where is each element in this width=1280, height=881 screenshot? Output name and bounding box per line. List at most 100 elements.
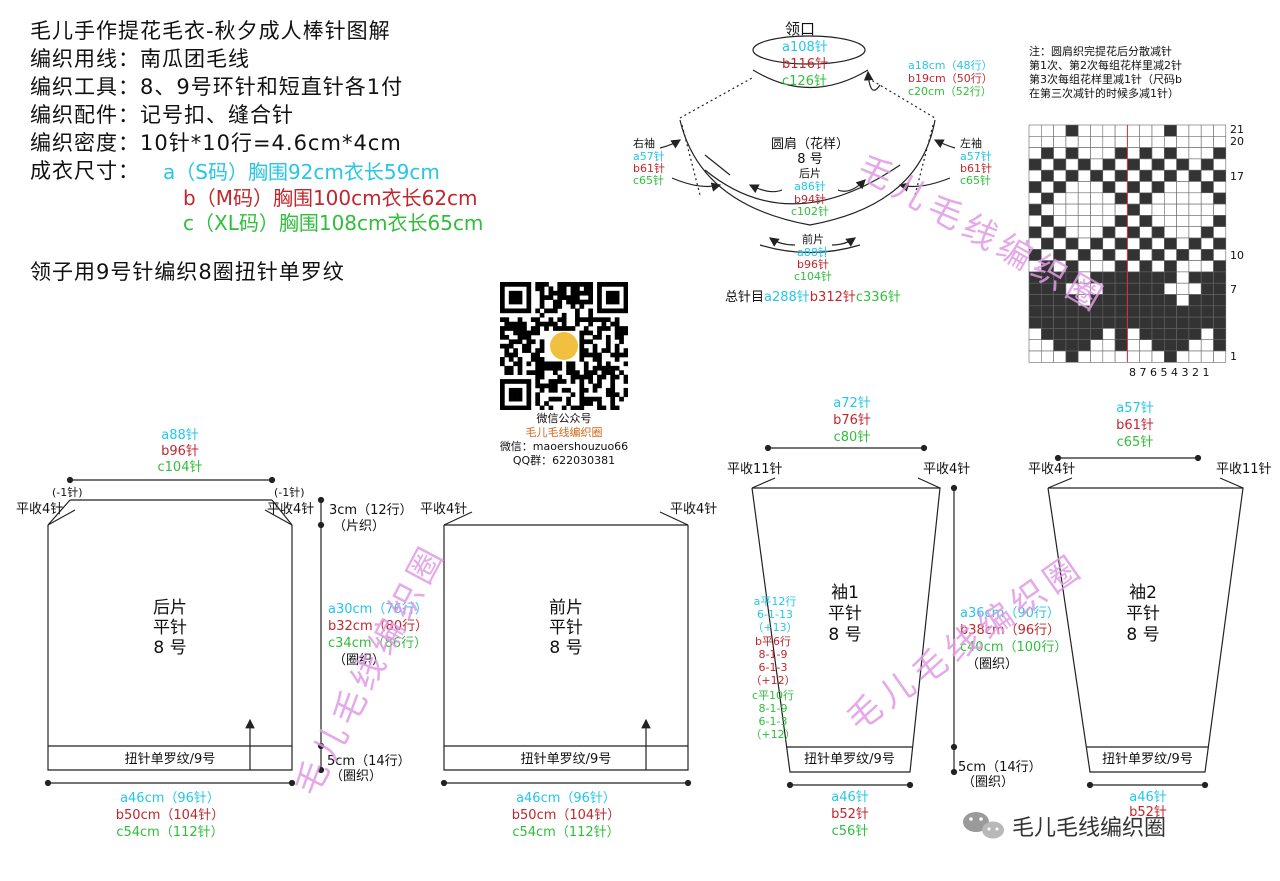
chart-cell	[1065, 328, 1079, 340]
s1-top-c: c80针	[833, 430, 871, 445]
chart-cell	[1127, 328, 1141, 340]
s2-top-a: a57针	[1116, 401, 1154, 416]
chart-cell	[1102, 124, 1116, 137]
chart-cell	[1077, 158, 1091, 171]
chart-cell	[1102, 339, 1116, 352]
chart-cell	[1127, 271, 1141, 284]
s1-inc-b-2: 8-1-9	[758, 648, 788, 661]
chart-cell	[1102, 226, 1116, 239]
s1-inc-c-2: 8-1-9	[758, 702, 788, 715]
chart-cell	[1053, 328, 1067, 340]
chart-cell	[1028, 181, 1042, 194]
chart-cell	[1139, 316, 1153, 329]
chart-cell	[1053, 136, 1067, 148]
chart-cell	[1028, 294, 1042, 307]
chart-cell	[1151, 147, 1165, 160]
yoke-height-b: b19cm（50行）	[908, 72, 993, 85]
chart-cell	[1139, 328, 1153, 340]
chart-cell	[1028, 158, 1042, 171]
chart-cell	[1200, 169, 1214, 182]
chart-cell	[1053, 147, 1067, 160]
chart-cell	[1102, 158, 1116, 171]
neck-title: 领口	[785, 20, 816, 38]
chart-cell	[1139, 158, 1153, 171]
chart-cell	[1127, 124, 1141, 137]
chart-cell	[1151, 192, 1165, 205]
neck-a: a108针	[782, 40, 828, 55]
page-title: 毛儿手作提花毛衣-秋夕成人棒针图解	[30, 19, 391, 43]
chart-cell	[1041, 181, 1054, 194]
neck-b: b116针	[782, 57, 829, 72]
chart-cell	[1176, 294, 1190, 307]
chart-cell	[1164, 169, 1177, 182]
s2-bot-b: b52针	[1129, 805, 1167, 820]
chart-cell	[1127, 181, 1141, 194]
total-a: a288针	[764, 290, 810, 305]
chart-cell	[1053, 316, 1067, 329]
s1-inc-a-2: 6-1-13	[757, 608, 793, 621]
note-line-2: 第1次、第2次每组花样里减2针	[1029, 59, 1182, 72]
chart-cell	[1200, 124, 1214, 137]
chart-cell	[1090, 215, 1104, 227]
chart-cell	[1200, 136, 1214, 148]
chart-cell	[1164, 147, 1177, 160]
chart-cell	[1090, 249, 1104, 261]
chart-cell	[1200, 215, 1214, 227]
chart-cell	[1139, 136, 1153, 148]
chart-cell	[1041, 124, 1054, 137]
chart-cell	[1090, 339, 1104, 352]
chart-cell	[1077, 226, 1091, 239]
chart-cell	[1127, 237, 1141, 250]
chart-cell	[1176, 237, 1190, 250]
yoke-left-edge	[681, 124, 701, 196]
chart-cell	[1102, 192, 1116, 205]
chart-cell	[1065, 136, 1079, 148]
front-bot-b: b50cm（104针）	[511, 808, 621, 823]
arrow-back	[748, 184, 783, 194]
chart-col-5: 5	[1160, 366, 1168, 379]
chart-cell	[1213, 192, 1227, 205]
chart-cell	[1053, 350, 1067, 363]
chart-cell	[1200, 339, 1214, 352]
chart-cell	[1200, 316, 1214, 329]
chart-cell	[1114, 215, 1128, 227]
chart-cell	[1164, 203, 1177, 216]
chart-cell	[1077, 192, 1091, 205]
chart-cell	[1139, 215, 1153, 227]
chart-cell	[1176, 203, 1190, 216]
chart-cell	[1176, 192, 1190, 205]
chart-cell	[1028, 339, 1042, 352]
s2-hround: （圈织）	[966, 657, 1019, 672]
chart-cell	[1139, 282, 1153, 295]
chart-cell	[1176, 271, 1190, 284]
chart-cell	[1065, 316, 1079, 329]
chart-cell	[1114, 136, 1128, 148]
arrow-ls2	[898, 177, 951, 192]
back-top-c: c104针	[157, 460, 203, 475]
left-sleeve-label: 左袖	[960, 137, 982, 150]
chart-cell	[1213, 260, 1227, 273]
chart-row-7: 7	[1230, 283, 1237, 296]
ls-a: a57针	[960, 150, 992, 163]
chart-cell	[1127, 215, 1141, 227]
s1-bo-left: 平收11针	[727, 462, 783, 477]
chart-cell	[1176, 226, 1190, 239]
chart-cell	[1053, 169, 1067, 182]
yoke-height-a: a18cm（48行）	[908, 59, 993, 72]
chart-cell	[1077, 237, 1091, 250]
wechat-icon	[963, 812, 1004, 839]
chart-cell	[1114, 192, 1128, 205]
yoke-back-a: a86针	[794, 180, 826, 193]
chart-cell	[1188, 136, 1202, 148]
collar-note: 领子用9号针编织8圈扭针单罗纹	[30, 260, 345, 284]
qr-code	[500, 282, 628, 410]
total-c: c336针	[855, 290, 901, 305]
s2-outline	[1047, 487, 1244, 773]
chart-cell	[1139, 294, 1153, 307]
chart-cell	[1151, 226, 1165, 239]
chart-cell	[1151, 124, 1165, 137]
chart-cell	[1090, 237, 1104, 250]
chart-cell	[1164, 136, 1177, 148]
chart-cell	[1065, 339, 1079, 352]
chart-cell	[1053, 339, 1067, 352]
